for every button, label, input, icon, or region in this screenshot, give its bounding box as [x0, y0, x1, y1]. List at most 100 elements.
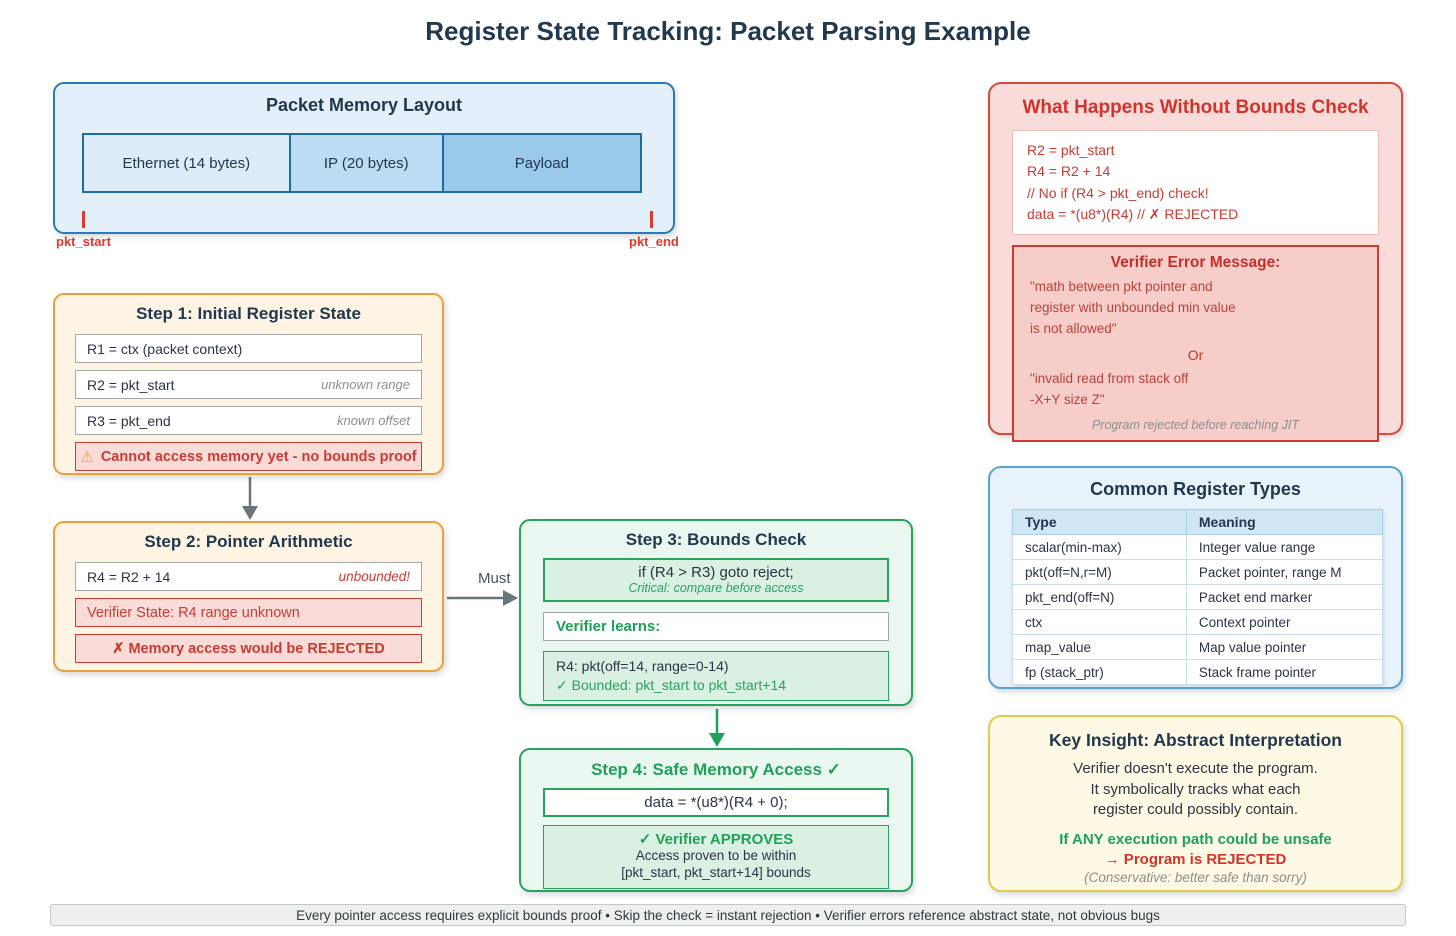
verifier-learns-box: R4: pkt(off=14, range=0-14) ✓ Bounded: p…: [543, 651, 889, 701]
step1-panel: Step 1: Initial Register State R1 = ctx …: [53, 293, 444, 475]
proof-line1: Access proven to be within: [635, 848, 797, 863]
must-arrow-label: Must: [478, 570, 511, 587]
step3-title: Step 3: Bounds Check: [625, 530, 807, 549]
approves-text: ✓ Verifier APPROVES: [638, 831, 794, 848]
program-rejected-text: → Program is REJECTED: [1104, 851, 1287, 869]
bad-code-box: R2 = pkt_start R4 = R2 + 14 // No if (R4…: [1012, 130, 1379, 236]
unsafe-path-text: If ANY execution path could be unsafe: [1059, 831, 1332, 849]
key-insight-body-line: register could possibly contain.: [1092, 801, 1299, 819]
arrow-step3-to-step4: [709, 709, 725, 747]
key-insight-panel: Key Insight: Abstract Interpretation Ver…: [988, 715, 1403, 892]
table-row: map_value Map value pointer: [1012, 634, 1384, 660]
register-types-title: Common Register Types: [1090, 479, 1301, 499]
register-types-table: Type Meaning scalar(min-max) Integer val…: [1012, 509, 1384, 685]
or-separator: Or: [1187, 346, 1204, 363]
arrow-step1-to-step2: [242, 477, 258, 520]
r2-note: unknown range: [321, 377, 410, 392]
verifier-learns-label: Verifier learns:: [543, 612, 889, 641]
bad-code-line: data = *(u8*)(R4) // ✗ REJECTED: [1027, 205, 1239, 222]
cell-type: pkt_end(off=N): [1012, 584, 1187, 610]
segment-payload: Payload: [441, 133, 642, 193]
key-insight-body-line: Verifier doesn't execute the program.: [1073, 760, 1318, 777]
without-bounds-check-panel: What Happens Without Bounds Check R2 = p…: [988, 82, 1403, 442]
step1-title: Step 1: Initial Register State: [136, 304, 361, 323]
error-footnote: Program rejected before reaching JIT: [1091, 417, 1300, 432]
column-header-meaning: Meaning: [1185, 509, 1384, 535]
warning-icon: ⚠: [80, 448, 94, 466]
bad-code-line: R2 = pkt_start: [1027, 142, 1115, 158]
step3-panel: Step 3: Bounds Check if (R4 > R3) goto r…: [519, 519, 913, 706]
error-msg-line: "math between pkt pointer and: [1030, 279, 1213, 295]
cell-type: scalar(min-max): [1012, 534, 1187, 560]
column-header-type: Type: [1012, 509, 1187, 535]
bounds-check-box: if (R4 > R3) goto reject; Critical: comp…: [543, 558, 889, 602]
verifier-error-title: Verifier Error Message:: [1110, 254, 1281, 272]
register-row-r1: R1 = ctx (packet context): [75, 334, 422, 363]
proof-line2: [pkt_start, pkt_start+14] bounds: [621, 864, 811, 880]
cell-meaning: Packet pointer, range M: [1185, 559, 1384, 585]
segment-ip: IP (20 bytes): [288, 133, 444, 193]
conservative-note: (Conservative: better safe than sorry): [1084, 870, 1307, 886]
step2-title: Step 2: Pointer Arithmetic: [144, 532, 353, 551]
key-insight-title: Key Insight: Abstract Interpretation: [1049, 730, 1342, 750]
footer-bar: Every pointer access requires explicit b…: [50, 904, 1406, 926]
table-header-row: Type Meaning: [1012, 509, 1384, 535]
register-row-r2: R2 = pkt_start unknown range: [75, 370, 422, 399]
r3-code: R3 = pkt_end: [87, 412, 171, 429]
footer-text: Every pointer access requires explicit b…: [296, 907, 1160, 923]
r2-code: R2 = pkt_start: [87, 376, 175, 393]
packet-memory-layout-panel: Packet Memory Layout Ethernet (14 bytes)…: [53, 82, 675, 234]
register-row-r3: R3 = pkt_end known offset: [75, 406, 422, 435]
step2-panel: Step 2: Pointer Arithmetic R4 = R2 + 14 …: [53, 521, 444, 672]
cell-meaning: Stack frame pointer: [1185, 659, 1384, 685]
bounds-check-note: Critical: compare before access: [628, 581, 804, 595]
r3-note: known offset: [337, 413, 410, 428]
step2-rejected-text: ✗ Memory access would be REJECTED: [112, 640, 385, 657]
step4-title: Step 4: Safe Memory Access ✓: [591, 760, 841, 779]
packet-memory-layout-title: Packet Memory Layout: [265, 95, 463, 115]
r1-code: R1 = ctx (packet context): [87, 340, 243, 357]
verifier-approves-box: ✓ Verifier APPROVES Access proven to be …: [543, 825, 889, 889]
table-row: scalar(min-max) Integer value range: [1012, 534, 1384, 560]
memory-access-code: data = *(u8*)(R4 + 0);: [543, 788, 889, 817]
table-row: ctx Context pointer: [1012, 609, 1384, 635]
key-insight-body-line: It symbolically tracks what each: [1090, 780, 1301, 798]
register-types-panel: Common Register Types Type Meaning scala…: [988, 466, 1403, 689]
segment-ethernet: Ethernet (14 bytes): [82, 133, 291, 193]
table-row: pkt(off=N,r=M) Packet pointer, range M: [1012, 559, 1384, 585]
cell-type: ctx: [1012, 609, 1187, 635]
cell-meaning: Packet end marker: [1185, 584, 1384, 610]
cell-meaning: Integer value range: [1185, 534, 1384, 560]
r4-code: R4 = R2 + 14: [87, 568, 171, 585]
step1-warning-row: ⚠ Cannot access memory yet - no bounds p…: [75, 442, 422, 471]
bad-code-line: // No if (R4 > pkt_end) check!: [1027, 184, 1209, 201]
step1-warning-text: Cannot access memory yet - no bounds pro…: [100, 448, 417, 465]
table-row: pkt_end(off=N) Packet end marker: [1012, 584, 1384, 610]
register-row-r4: R4 = R2 + 14 unbounded!: [75, 562, 422, 591]
error-msg-line: "invalid read from stack off: [1030, 370, 1189, 386]
verifier-error-box: Verifier Error Message: "math between pk…: [1012, 245, 1379, 442]
step2-rejected-row: ✗ Memory access would be REJECTED: [75, 634, 422, 663]
pkt-end-label: pkt_end: [629, 234, 679, 249]
cell-type: pkt(off=N,r=M): [1012, 559, 1187, 585]
error-msg-line: -X+Y size Z": [1030, 391, 1105, 407]
without-bounds-check-title: What Happens Without Bounds Check: [1022, 97, 1369, 118]
cell-type: fp (stack_ptr): [1012, 659, 1187, 685]
bounds-check-code: if (R4 > R3) goto reject;: [638, 564, 794, 581]
cell-type: map_value: [1012, 634, 1187, 660]
r4-state: R4: pkt(off=14, range=0-14): [556, 658, 729, 674]
pkt-end-tick: [650, 211, 653, 228]
cell-meaning: Context pointer: [1185, 609, 1384, 635]
r4-note: unbounded!: [338, 569, 410, 584]
error-msg-line: register with unbounded min value: [1030, 299, 1236, 315]
error-msg-line: is not allowed": [1030, 320, 1117, 336]
pkt-start-label: pkt_start: [56, 234, 111, 249]
step4-panel: Step 4: Safe Memory Access ✓ data = *(u8…: [519, 748, 913, 892]
cell-meaning: Map value pointer: [1185, 634, 1384, 660]
page-title: Register State Tracking: Packet Parsing …: [425, 16, 1031, 46]
memory-segments: Ethernet (14 bytes) IP (20 bytes) Payloa…: [82, 133, 646, 193]
step2-verifier-state-row: Verifier State: R4 range unknown: [75, 598, 422, 627]
bad-code-line: R4 = R2 + 14: [1027, 163, 1111, 180]
pkt-start-tick: [82, 211, 85, 228]
bounded-text: ✓ Bounded: pkt_start to pkt_start+14: [556, 676, 787, 693]
